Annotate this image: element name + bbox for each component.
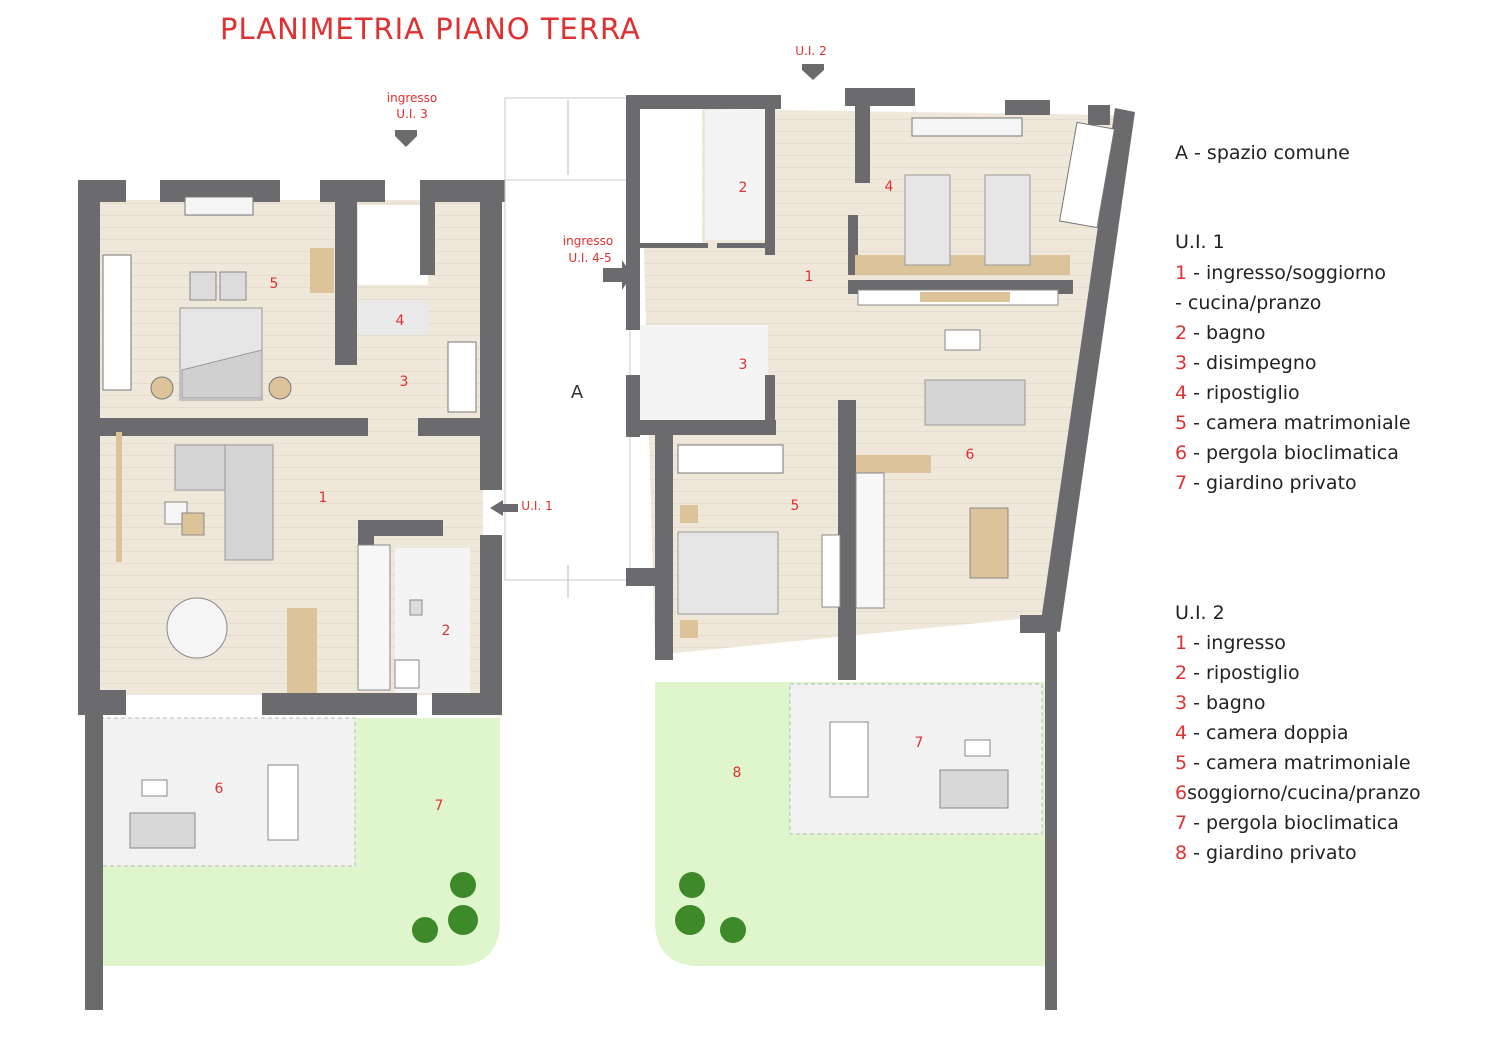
entrance-arrow-ui2 <box>802 64 824 80</box>
room-label: 8 <box>733 765 742 781</box>
legend-item: 1 - ingresso/soggiorno <box>1175 262 1387 284</box>
entrance-arrow-ui1 <box>490 500 518 516</box>
legend-item: 4 - ripostiglio <box>1175 382 1300 404</box>
plants-left <box>412 872 478 943</box>
entrance-ui45-label-1: ingresso <box>563 234 613 248</box>
room-label: 6 <box>966 447 975 463</box>
legend-item: 2 - bagno <box>1175 322 1266 344</box>
legend-item: 4 - camera doppia <box>1175 722 1349 744</box>
entrance-ui45-label-2: U.I. 4-5 <box>568 251 611 265</box>
legend-item: 6 - pergola bioclimatica <box>1175 442 1399 464</box>
unit-2 <box>626 88 1135 1010</box>
walls-left <box>78 180 505 1010</box>
entrance-ui3-label-1: ingresso <box>387 91 437 105</box>
room-label: 5 <box>791 498 800 514</box>
legend-item: 3 - disimpegno <box>1175 352 1317 374</box>
legend-ui1-header: U.I. 1 <box>1175 231 1225 253</box>
room-label: 7 <box>915 735 924 751</box>
common-area-a <box>490 97 632 598</box>
unit-1 <box>78 180 505 1010</box>
entrance-ui2-label: U.I. 2 <box>795 44 826 58</box>
legend-item: 5 - camera matrimoniale <box>1175 752 1411 774</box>
room-label: 6 <box>215 781 224 797</box>
legend-item: 5 - camera matrimoniale <box>1175 412 1411 434</box>
room-label: 3 <box>739 357 748 373</box>
plants-right <box>675 872 746 943</box>
legend-item: 1 - ingresso <box>1175 632 1286 654</box>
legend-item: 6soggiorno/cucina/pranzo <box>1175 782 1421 804</box>
legend-item: 7 - giardino privato <box>1175 472 1357 494</box>
room-label: 2 <box>739 180 748 196</box>
legend-item: - cucina/pranzo <box>1175 292 1322 314</box>
room-label: 1 <box>805 269 814 285</box>
entrance-arrow-ui45 <box>603 260 632 290</box>
legend-item: 3 - bagno <box>1175 692 1266 714</box>
room-label: 1 <box>319 490 328 506</box>
room-label: 3 <box>400 374 409 390</box>
legend-ui2-header: U.I. 2 <box>1175 602 1225 624</box>
room-label: 4 <box>396 313 405 329</box>
room-label: 2 <box>442 623 451 639</box>
entrance-arrow-ui3 <box>395 130 417 147</box>
pergola-7-right <box>789 683 1043 835</box>
room-label: 5 <box>270 276 279 292</box>
legend-item: 8 - giardino privato <box>1175 842 1357 864</box>
room-label: 7 <box>435 798 444 814</box>
labels-entrances: ingresso U.I. 3 ingresso U.I. 4-5 U.I. 2… <box>387 44 827 513</box>
legend-item: 2 - ripostiglio <box>1175 662 1300 684</box>
page-title: PLANIMETRIA PIANO TERRA <box>220 12 641 46</box>
legend-item: 7 - pergola bioclimatica <box>1175 812 1399 834</box>
entrance-ui3-label-2: U.I. 3 <box>396 107 427 121</box>
common-area-label: A <box>571 382 584 403</box>
legend-common: A - spazio comune <box>1175 142 1350 164</box>
room-label: 4 <box>885 179 894 195</box>
labels-rooms: 5 4 3 1 2 6 7 2 1 4 3 5 6 7 8 <box>215 179 975 814</box>
entrance-ui1-label: U.I. 1 <box>521 499 552 513</box>
